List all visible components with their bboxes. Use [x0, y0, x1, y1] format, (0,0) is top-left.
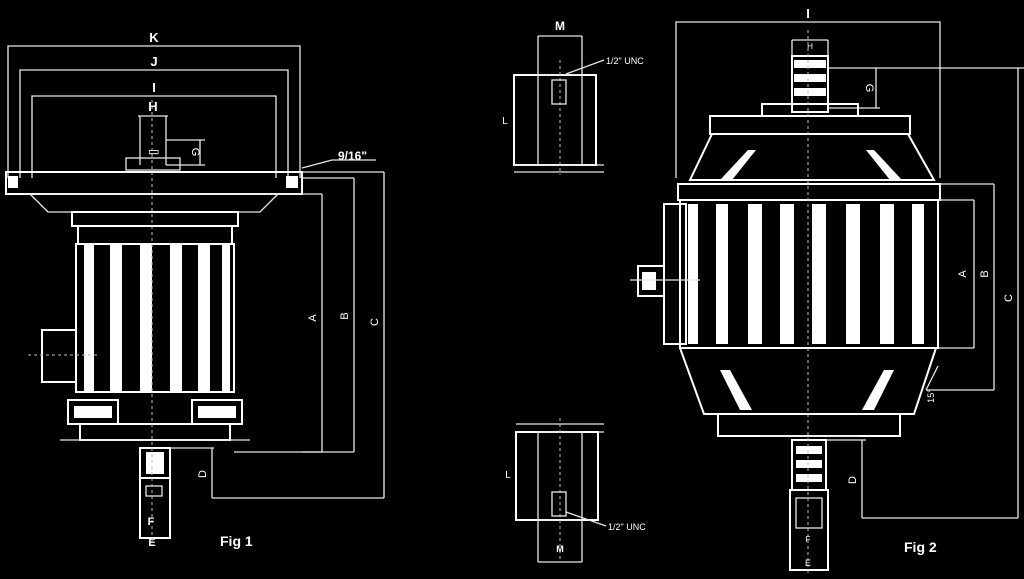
fig1-dim-f: F	[148, 516, 155, 528]
fig1-dim-a: A	[307, 314, 319, 322]
fig1-dim-g: G	[189, 148, 201, 157]
detail-bottom-thread-note: 1/2" UNC	[608, 522, 646, 532]
fig2-dim-g: G	[863, 84, 875, 93]
fig2-dim-h: H	[807, 42, 813, 51]
fig1-dim-i: I	[152, 80, 156, 95]
fig1-dim-b: B	[339, 312, 351, 319]
fig2-dim-b: B	[979, 270, 991, 277]
detail-top-dim-m: M	[555, 19, 565, 33]
fig2-angle-note: 15°	[926, 389, 936, 403]
fig1-dim-h: H	[148, 99, 157, 114]
fig1-dim-e: E	[148, 537, 155, 549]
fig1-dim-c: C	[369, 318, 381, 326]
fig1-shaft-key: []	[148, 149, 159, 155]
fig1-caption: Fig 1	[220, 533, 253, 549]
fig2-dim-c: C	[1003, 294, 1015, 302]
fig1-dim-k: K	[149, 30, 159, 45]
fig2-caption: Fig 2	[904, 539, 937, 555]
fig1-drawing: K J I H G [] 9/16"	[5, 30, 385, 549]
fig2-dim-e: E	[805, 558, 811, 568]
fig2-dim-d: D	[847, 476, 859, 484]
detail-top-drawing: M L 1/2" UNC	[502, 19, 644, 175]
fig1-dim-d: D	[197, 470, 209, 478]
detail-bottom-dim-m: M	[556, 544, 564, 554]
detail-bottom-drawing: L M 1/2" UNC	[505, 418, 646, 563]
fig1-thread-note: 9/16"	[338, 149, 367, 163]
fig2-dim-a: A	[957, 270, 969, 278]
detail-top-dim-l: L	[502, 116, 508, 127]
detail-bottom-dim-l: L	[505, 470, 511, 481]
fig2-drawing: I H G	[630, 6, 1024, 575]
fig2-dim-i: I	[806, 6, 810, 21]
fig1-dim-j: J	[150, 54, 157, 69]
detail-top-thread-note: 1/2" UNC	[606, 56, 644, 66]
fig2-dim-f: F	[806, 535, 811, 544]
